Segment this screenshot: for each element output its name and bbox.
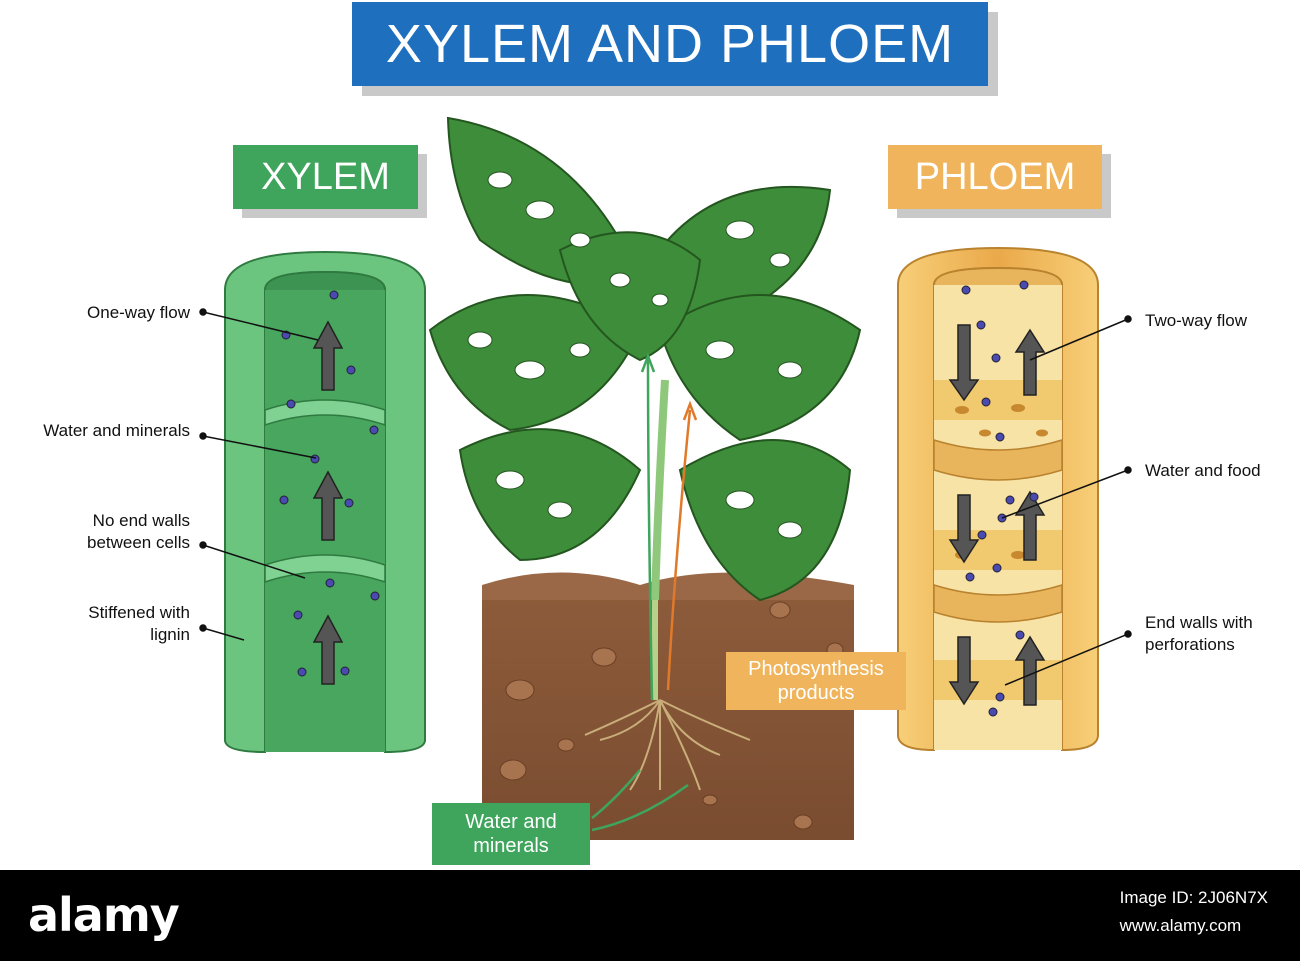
- xylem-vessel: [224, 250, 426, 754]
- label-water-and-food: Water and food: [1145, 461, 1261, 480]
- image-meta: Image ID: 2J06N7X www.alamy.com: [1120, 884, 1268, 940]
- plant-illustration: [428, 116, 862, 840]
- label-one-way-flow: One-way flow: [87, 303, 190, 322]
- label-end-walls-with-perforations: End walls with perforations: [1145, 613, 1253, 654]
- water-and-minerals-box: Water and minerals: [432, 803, 590, 865]
- watermark-footer: alamy Image ID: 2J06N7X www.alamy.com: [0, 870, 1300, 961]
- phloem-heading: PHLOEM: [888, 145, 1102, 209]
- photosynthesis-products-label: Photosynthesis products: [726, 652, 906, 710]
- label-two-way-flow: Two-way flow: [1145, 311, 1248, 330]
- diagram-title: XYLEM AND PHLOEM: [352, 2, 988, 86]
- xylem-heading: XYLEM: [233, 145, 418, 209]
- alamy-logo: alamy: [28, 888, 180, 942]
- phloem-vessel: [897, 246, 1099, 752]
- label-water-and-minerals: Water and minerals: [43, 421, 190, 440]
- image-id-text: Image ID: 2J06N7X: [1119, 888, 1268, 907]
- label-stiffened-with-lignin: Stiffened with lignin: [88, 603, 190, 644]
- website-text: www.alamy.com: [1119, 916, 1242, 935]
- diagram-artwork: [199, 116, 1132, 840]
- label-no-end-walls: No end walls between cells: [86, 511, 190, 552]
